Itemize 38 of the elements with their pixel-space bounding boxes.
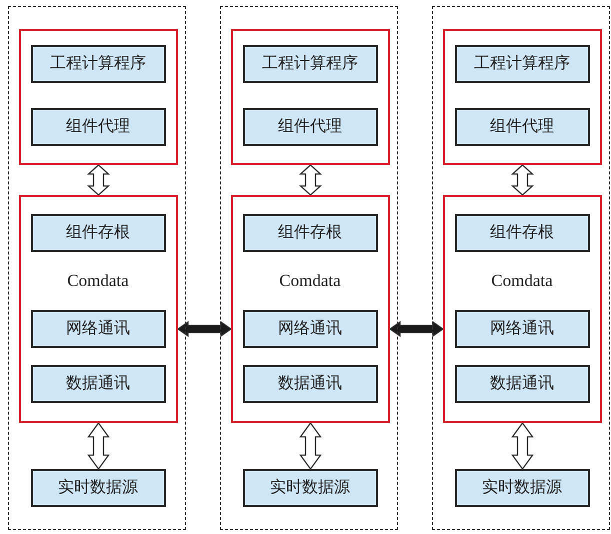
component-box: 网络通讯 [454,310,590,348]
module-box [18,194,178,422]
component-box: 数据通讯 [454,364,590,402]
component-box: 组件存根 [30,214,166,252]
module-box [230,28,390,164]
module-label: Comdata [490,270,554,290]
thick-double-arrow [176,320,232,338]
component-box: 组件代理 [454,108,590,146]
component-box: 工程计算程序 [30,44,166,82]
component-box: 实时数据源 [242,468,378,506]
thick-double-arrow [388,320,444,338]
hollow-double-arrow [298,164,322,196]
component-box: 工程计算程序 [454,44,590,82]
component-box: 工程计算程序 [242,44,378,82]
module-box [442,28,602,164]
hollow-double-arrow [86,164,110,196]
dashed-node-box [220,6,398,530]
component-box: 数据通讯 [242,364,378,402]
component-box: 网络通讯 [30,310,166,348]
component-box: 组件代理 [30,108,166,146]
component-box: 实时数据源 [454,468,590,506]
component-box: 组件存根 [454,214,590,252]
component-box: 组件代理 [242,108,378,146]
component-box: 数据通讯 [30,364,166,402]
component-box: 组件存根 [242,214,378,252]
module-label: Comdata [278,270,342,290]
module-box [18,28,178,164]
hollow-double-arrow [510,164,534,196]
module-box [230,194,390,422]
dashed-node-box [432,6,610,530]
module-box [442,194,602,422]
component-box: 网络通讯 [242,310,378,348]
component-box: 实时数据源 [30,468,166,506]
hollow-double-arrow [87,422,110,470]
dashed-node-box [8,6,186,530]
hollow-double-arrow [299,422,322,470]
module-label: Comdata [66,270,130,290]
hollow-double-arrow [511,422,534,470]
